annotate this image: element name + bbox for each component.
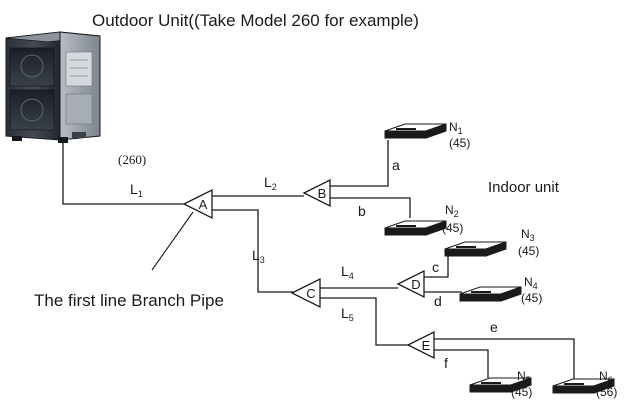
branch-joint-E: E [406, 330, 435, 360]
pipe-label-d: d [434, 293, 442, 309]
pipe-e [434, 338, 575, 380]
indoor-unit-N1 [384, 123, 447, 139]
indoor-unit-capacity: (45) [518, 244, 539, 258]
indoor-unit-capacity: (45) [449, 136, 470, 150]
indoor-unit-name: N4 [524, 275, 538, 291]
branch-joint-D: D [396, 269, 425, 299]
indoor-unit-capacity: (56) [596, 385, 617, 399]
outdoor-capacity-label: (260) [118, 152, 146, 167]
indoor-unit-capacity: (45) [511, 385, 532, 399]
indoor-unit-capacity: (45) [442, 221, 463, 235]
indoor-unit-N6 [552, 378, 615, 394]
indoor-label-N4: N4 (45) [521, 275, 542, 305]
pipe-label-L5: L5 [341, 305, 354, 323]
indoor-unit-heading: Indoor unit [488, 179, 560, 196]
indoor-unit-N2 [384, 220, 447, 236]
indoor-label-N2: N2 (45) [442, 203, 463, 235]
pipe-b [330, 197, 411, 218]
branch-joint-A: A [182, 188, 213, 220]
pipe-f [434, 349, 489, 378]
branch-label-D: D [411, 277, 420, 292]
indoor-label-N1: N1 (45) [449, 120, 470, 150]
indoor-label-N3: N3 (45) [518, 227, 539, 258]
outdoor-unit-image [5, 31, 101, 143]
pipe-label-L1: L1 [130, 181, 143, 199]
pipe-label-f: f [444, 355, 448, 371]
pipe-label-L3: L3 [252, 247, 265, 265]
first-branch-leader-line [151, 211, 194, 271]
pipe-L1 [62, 140, 186, 205]
branch-label-B: B [318, 186, 327, 201]
pipe-label-L2: L2 [264, 174, 277, 192]
pipe-label-e: e [490, 319, 498, 335]
pipe-L3 [212, 209, 294, 293]
indoor-unit-name: N1 [449, 120, 463, 136]
indoor-unit-name: N3 [521, 227, 535, 243]
pipe-label-a: a [392, 157, 400, 173]
pipe-label-b: b [358, 203, 366, 219]
pipe-c [424, 252, 449, 278]
indoor-unit-name: N5 [517, 369, 531, 385]
indoor-unit-N5 [469, 377, 532, 393]
pipe-label-L4: L4 [341, 263, 354, 281]
branch-joint-C: C [290, 277, 321, 309]
pipe-label-c: c [432, 259, 439, 275]
branch-label-E: E [422, 338, 431, 353]
indoor-unit-capacity: (45) [521, 291, 542, 305]
branch-joint-B: B [302, 178, 331, 208]
indoor-unit-name: N6 [599, 369, 613, 385]
branch-label-C: C [306, 286, 315, 301]
indoor-unit-name: N2 [445, 203, 459, 219]
indoor-unit-N3 [444, 241, 507, 257]
indoor-unit-N4 [459, 286, 522, 302]
pipe-L5 [320, 297, 408, 346]
first-branch-pipe-label: The first line Branch Pipe [34, 291, 224, 310]
branch-label-A: A [199, 197, 208, 212]
pipe-a [330, 140, 389, 187]
diagram-title: Outdoor Unit((Take Model 260 for example… [92, 11, 419, 30]
